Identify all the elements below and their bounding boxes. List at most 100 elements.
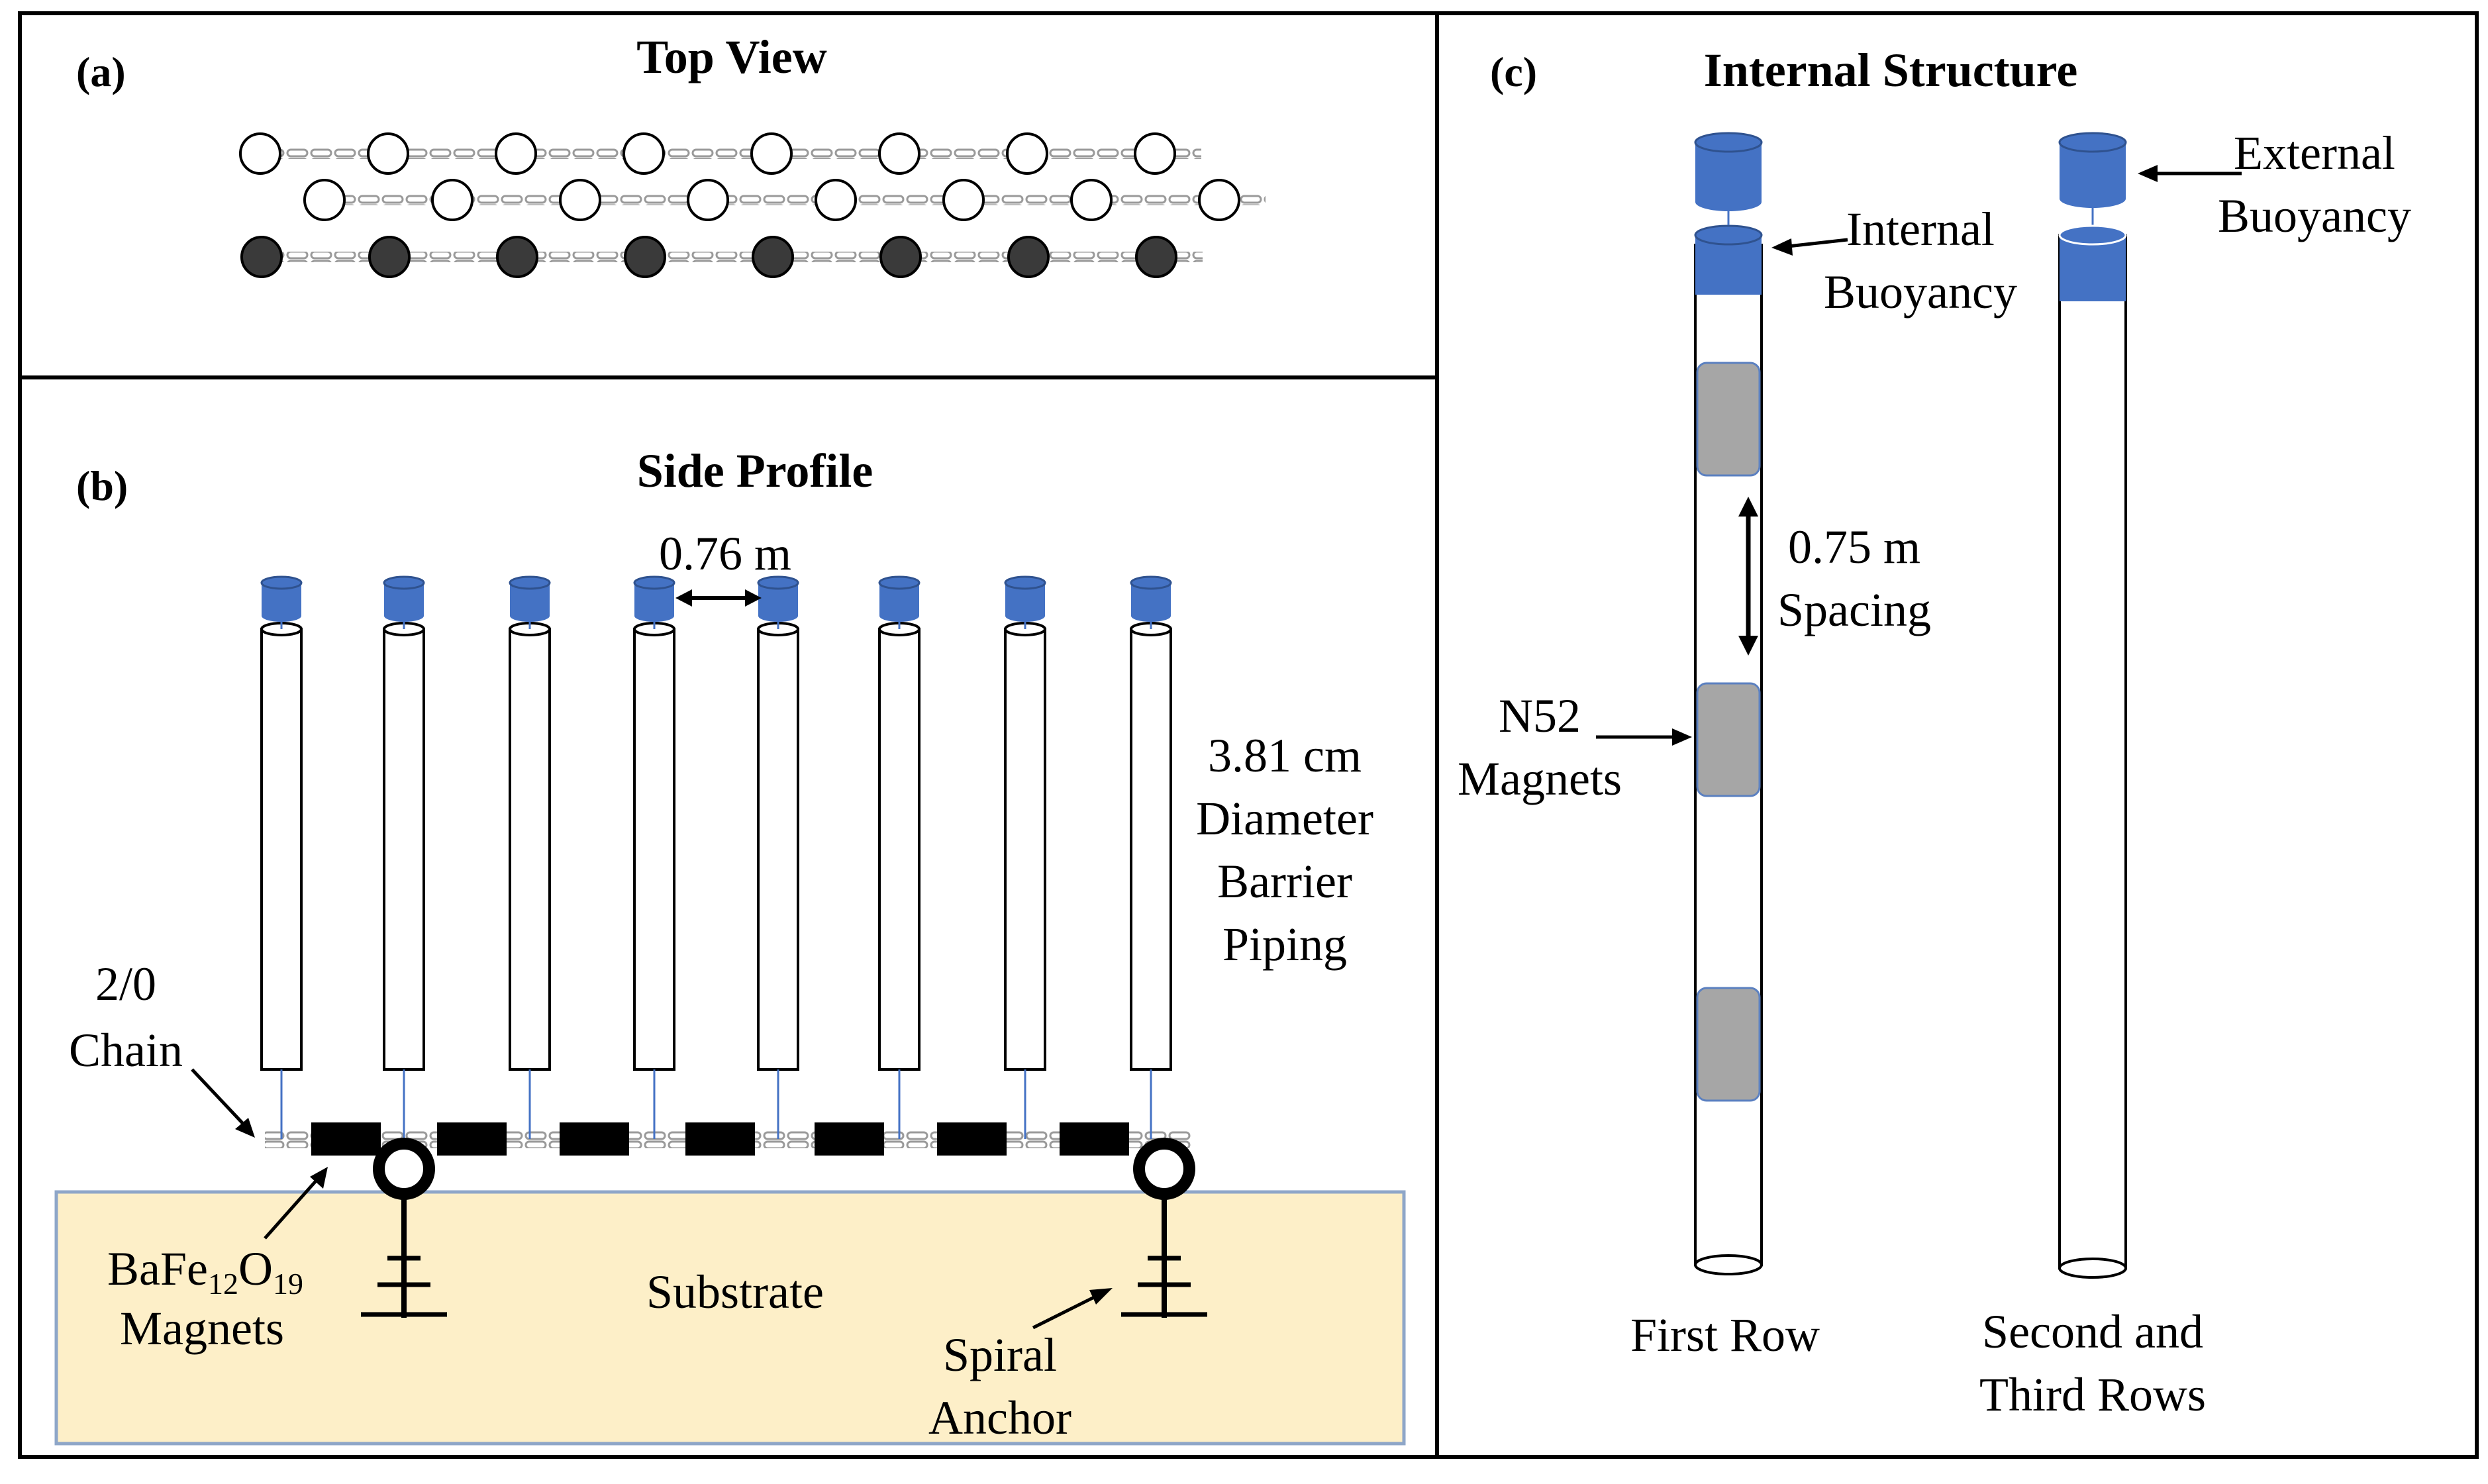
bafe-magnet bbox=[815, 1122, 884, 1156]
buoy-top bbox=[509, 575, 551, 590]
bafe-magnet bbox=[937, 1122, 1007, 1156]
chain-label-line2: Chain bbox=[69, 1024, 183, 1077]
top-view-node bbox=[303, 179, 346, 221]
buoy-bottom bbox=[1131, 610, 1171, 622]
top-view-node bbox=[496, 236, 538, 278]
buoy-bottom bbox=[262, 610, 301, 622]
substrate-block bbox=[54, 1190, 1406, 1446]
spacing-075-line1: 0.75 m bbox=[1788, 520, 1920, 573]
bafe-magnet bbox=[1060, 1122, 1129, 1156]
bafe-magnet bbox=[560, 1122, 629, 1156]
buoy-bottom bbox=[510, 610, 550, 622]
buoy-bottom bbox=[879, 610, 919, 622]
barrier-pipe bbox=[1004, 628, 1046, 1071]
panel-b-title: Side Profile bbox=[637, 444, 873, 497]
panel-b-letter: (b) bbox=[76, 462, 128, 509]
internal-buoyancy-line2: Buoyancy bbox=[1824, 266, 2017, 319]
first-row-pipe bbox=[1694, 132, 1763, 1275]
top-view-node bbox=[624, 236, 666, 278]
arrowhead-icon bbox=[1089, 1288, 1113, 1305]
buoy-top bbox=[633, 575, 675, 590]
top-view-node bbox=[752, 236, 794, 278]
arrowhead-icon bbox=[310, 1167, 328, 1189]
spacing-076-label: 0.76 m bbox=[659, 527, 791, 580]
pipe-label-line2: Diameter bbox=[1196, 792, 1373, 845]
bafe-magnet bbox=[685, 1122, 755, 1156]
arrowhead-icon bbox=[1771, 238, 1793, 256]
buoy-top bbox=[1004, 575, 1046, 590]
top-view-node bbox=[622, 132, 665, 175]
top-view-node bbox=[559, 179, 601, 221]
panel-c-title: Internal Structure bbox=[1704, 44, 2078, 97]
magnet-pointer-arrow bbox=[264, 1177, 319, 1240]
first-row-label: First Row bbox=[1630, 1309, 1820, 1361]
arrowhead-right-icon bbox=[745, 589, 762, 607]
barrier-pipe bbox=[383, 628, 425, 1071]
arrowhead-left-icon bbox=[675, 589, 692, 607]
buoy-bottom bbox=[634, 610, 674, 622]
barrier-pipe bbox=[260, 628, 303, 1071]
arrowhead-icon bbox=[2138, 165, 2158, 182]
anchor-pointer-arrow bbox=[1032, 1293, 1101, 1330]
chain-label-line1: 2/0 bbox=[95, 958, 156, 1011]
anchor-label-line1: Spiral bbox=[943, 1328, 1057, 1381]
n52-magnet bbox=[1696, 987, 1761, 1102]
buoy-top bbox=[383, 575, 425, 590]
top-view-node bbox=[495, 132, 537, 175]
buoy-top bbox=[757, 575, 799, 590]
n52-magnet bbox=[1696, 682, 1761, 797]
top-view-node bbox=[687, 179, 729, 221]
panel-a-letter: (a) bbox=[76, 48, 126, 95]
panel-c-letter: (c) bbox=[1490, 48, 1537, 95]
spacing-075-line2: Spacing bbox=[1777, 583, 1931, 636]
top-view-node bbox=[1006, 132, 1048, 175]
top-view-node bbox=[879, 236, 922, 278]
barrier-pipe bbox=[878, 628, 921, 1071]
pipe-label-line4: Piping bbox=[1222, 918, 1347, 971]
n52-label-line1: N52 bbox=[1499, 689, 1581, 742]
top-view-node bbox=[239, 132, 281, 175]
bafe-magnet bbox=[311, 1122, 381, 1156]
top-view-node bbox=[1134, 132, 1176, 175]
top-view-node bbox=[367, 132, 409, 175]
buoy-bottom bbox=[1005, 610, 1045, 622]
top-view-node bbox=[942, 179, 985, 221]
barrier-pipe bbox=[757, 628, 799, 1071]
top-view-node bbox=[1135, 236, 1177, 278]
top-view-node bbox=[815, 179, 857, 221]
internal-buoyancy-arrow bbox=[1787, 238, 1848, 248]
barrier-pipe bbox=[1130, 628, 1172, 1071]
bafe-magnet-label: BaFe12O19 bbox=[107, 1242, 303, 1301]
barrier-pipe bbox=[633, 628, 675, 1071]
anchor-ring bbox=[1133, 1138, 1195, 1200]
top-view-node bbox=[431, 179, 473, 221]
external-buoyancy-line1: External bbox=[2234, 126, 2395, 179]
panel-c-frame bbox=[1435, 11, 2479, 1459]
n52-magnet bbox=[1696, 362, 1761, 477]
top-view-rows bbox=[239, 132, 1266, 278]
buoy-top bbox=[260, 575, 303, 590]
barrier-pipe bbox=[509, 628, 551, 1071]
buoy-top bbox=[878, 575, 921, 590]
second-third-rows-line1: Second and bbox=[1982, 1305, 2203, 1358]
buoy-top bbox=[1130, 575, 1172, 590]
chain-pointer-arrow bbox=[191, 1068, 246, 1127]
top-view-node bbox=[1007, 236, 1050, 278]
arrowhead-down-icon bbox=[1738, 636, 1758, 656]
pipe-label-line3: Barrier bbox=[1217, 855, 1352, 908]
top-view-node bbox=[750, 132, 793, 175]
bafe-magnet-label-line2: Magnets bbox=[120, 1302, 284, 1355]
bafe-magnet bbox=[437, 1122, 507, 1156]
second-third-row-pipe bbox=[2058, 132, 2127, 1279]
arrowhead-icon bbox=[235, 1118, 255, 1138]
arrowhead-icon bbox=[1672, 728, 1692, 746]
anchor-ring bbox=[373, 1138, 435, 1200]
n52-label-line2: Magnets bbox=[1458, 752, 1622, 805]
arrowhead-up-icon bbox=[1738, 497, 1758, 517]
buoy-bottom bbox=[758, 610, 798, 622]
top-view-node bbox=[1070, 179, 1113, 221]
buoy-bottom bbox=[384, 610, 424, 622]
internal-buoyancy-line1: Internal bbox=[1846, 203, 1995, 256]
second-third-rows-line2: Third Rows bbox=[1979, 1368, 2206, 1421]
